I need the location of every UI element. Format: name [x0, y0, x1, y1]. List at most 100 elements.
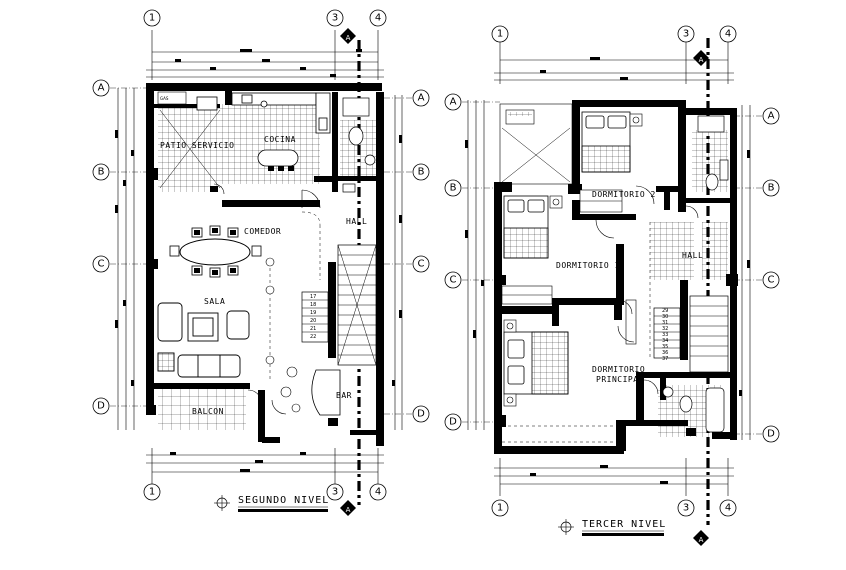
- axis-col-3-bottom-r: 3: [683, 503, 689, 514]
- stair-step-number: 34: [662, 338, 668, 344]
- left-dimensions: [117, 88, 135, 430]
- dimension-ticks-top-r: [540, 57, 706, 80]
- doors-segundo: [213, 183, 321, 415]
- stair-step-number: 35: [662, 344, 668, 350]
- room-label-sala: SALA: [204, 297, 225, 306]
- room-label-bar: BAR: [336, 391, 352, 400]
- bar-counter: [311, 369, 341, 416]
- dimension-ticks-top: [175, 49, 362, 77]
- room-label-cocina: COCINA: [264, 135, 296, 144]
- axis-col-1-bottom: 1: [149, 487, 155, 498]
- axis-row-c-left-r: C: [450, 275, 457, 286]
- svg-text:A: A: [699, 536, 704, 544]
- axis-row-d-right: D: [417, 409, 425, 420]
- stair-step-number: 19: [310, 310, 316, 316]
- stair-step-number: 20: [310, 318, 316, 324]
- dining-set: [169, 225, 262, 278]
- patio-diagonals: [159, 109, 221, 189]
- stair-step-number: 29: [662, 308, 668, 314]
- axis-row-c-left: C: [98, 259, 105, 270]
- axis-row-b-left-r: B: [450, 183, 457, 194]
- hall-floor-r: [650, 222, 694, 280]
- dimension-ticks-left: [115, 130, 134, 386]
- stair-step-number: 18: [310, 302, 316, 308]
- stair-step-number: 31: [662, 320, 668, 326]
- hall-floor-r2: [702, 222, 728, 280]
- axis-row-c-right-r: C: [768, 275, 775, 286]
- room-label-dormitorio1: DORMITORIO 1: [556, 261, 620, 270]
- axis-col-4-bottom: 4: [375, 487, 381, 498]
- top-dimensions: [146, 30, 384, 80]
- axis-col-4-top-r: 4: [725, 29, 731, 40]
- room-label-dormitorio2: DORMITORIO 2: [592, 190, 656, 199]
- void-area: [499, 103, 573, 185]
- bath-fixtures-tercer: [662, 115, 729, 433]
- svg-text:A: A: [346, 506, 351, 514]
- axis-lines-r: [462, 101, 762, 435]
- axis-row-a-left: A: [98, 83, 105, 94]
- room-label-hall-r: HALL: [682, 251, 703, 260]
- stair-step-number: 37: [662, 356, 668, 362]
- title-segundo-nivel: SEGUNDO NIVEL: [214, 495, 329, 512]
- plan-title-tercer: TERCER NIVEL: [582, 519, 666, 530]
- room-label-principal-1: DORMITORIO: [592, 365, 645, 374]
- stair-segundo: 17 18 19 20 21 22: [301, 244, 377, 366]
- axis-col-4-top: 4: [375, 13, 381, 24]
- plan-segundo-nivel: GAS: [92, 9, 430, 516]
- top-dimensions-r: [494, 30, 734, 84]
- axis-row-b-right: B: [418, 167, 425, 178]
- room-label-balcon: BALCON: [192, 407, 224, 416]
- left-dimensions-r: [467, 100, 485, 430]
- walls-segundo: [146, 83, 384, 446]
- bottom-dimensions: [146, 448, 384, 485]
- beds: [503, 111, 631, 395]
- axis-row-a-left-r: A: [450, 97, 457, 108]
- wardrobes: [501, 189, 637, 345]
- axis-col-3-top-r: 3: [683, 29, 689, 40]
- plan-title-segundo: SEGUNDO NIVEL: [238, 495, 329, 506]
- title-tercer-nivel: TERCER NIVEL: [558, 519, 666, 536]
- bath-fixtures-segundo: [342, 97, 376, 193]
- stair-step-number: 21: [310, 326, 316, 332]
- stools: [268, 166, 294, 171]
- axis-row-a-right-r: A: [768, 111, 775, 122]
- bottom-dimensions-r: [494, 458, 734, 496]
- section-marker-top-right: A: [693, 50, 709, 66]
- axis-col-3-bottom: 3: [332, 487, 338, 498]
- axis-col-1-top: 1: [149, 13, 155, 24]
- axis-bubbles-segundo: [92, 9, 430, 501]
- axis-col-1-top-r: 1: [497, 29, 503, 40]
- walls-tercer: [494, 100, 738, 454]
- axis-row-d-right-r: D: [767, 429, 775, 440]
- stair-step-number: 36: [662, 350, 668, 356]
- water-heater-label: GAS: [160, 96, 169, 101]
- bar-appliance: [328, 418, 338, 426]
- svg-text:A: A: [699, 56, 704, 64]
- svg-text:A: A: [346, 34, 351, 42]
- nightstands: [503, 113, 643, 407]
- section-marker-bottom-left: A: [340, 500, 356, 516]
- room-label-comedor: COMEDOR: [244, 227, 281, 236]
- dimension-ticks-right: [392, 135, 402, 386]
- stair-step-number: 32: [662, 326, 668, 332]
- kitchen-counter: [196, 92, 331, 167]
- water-heater: [157, 91, 187, 105]
- dimension-ticks-left-r: [465, 140, 484, 338]
- doors-tercer: [595, 185, 699, 395]
- section-marker-top-left: A: [340, 28, 356, 44]
- axis-row-b-left: B: [98, 167, 105, 178]
- axis-row-c-right: C: [418, 259, 425, 270]
- room-label-patio: PATIO SERVICIO: [160, 141, 234, 150]
- stair-step-number: 22: [310, 334, 316, 340]
- plant-box: [157, 352, 175, 372]
- axis-row-b-right-r: B: [768, 183, 775, 194]
- dimension-ticks-bottom-r: [530, 465, 668, 484]
- room-label-hall: HALL: [346, 217, 367, 226]
- stair-step-number: 30: [662, 314, 668, 320]
- axis-lines: [110, 87, 412, 415]
- axis-row-a-right: A: [418, 93, 425, 104]
- stair-step-number: 17: [310, 294, 316, 300]
- patio-floor: [158, 104, 222, 192]
